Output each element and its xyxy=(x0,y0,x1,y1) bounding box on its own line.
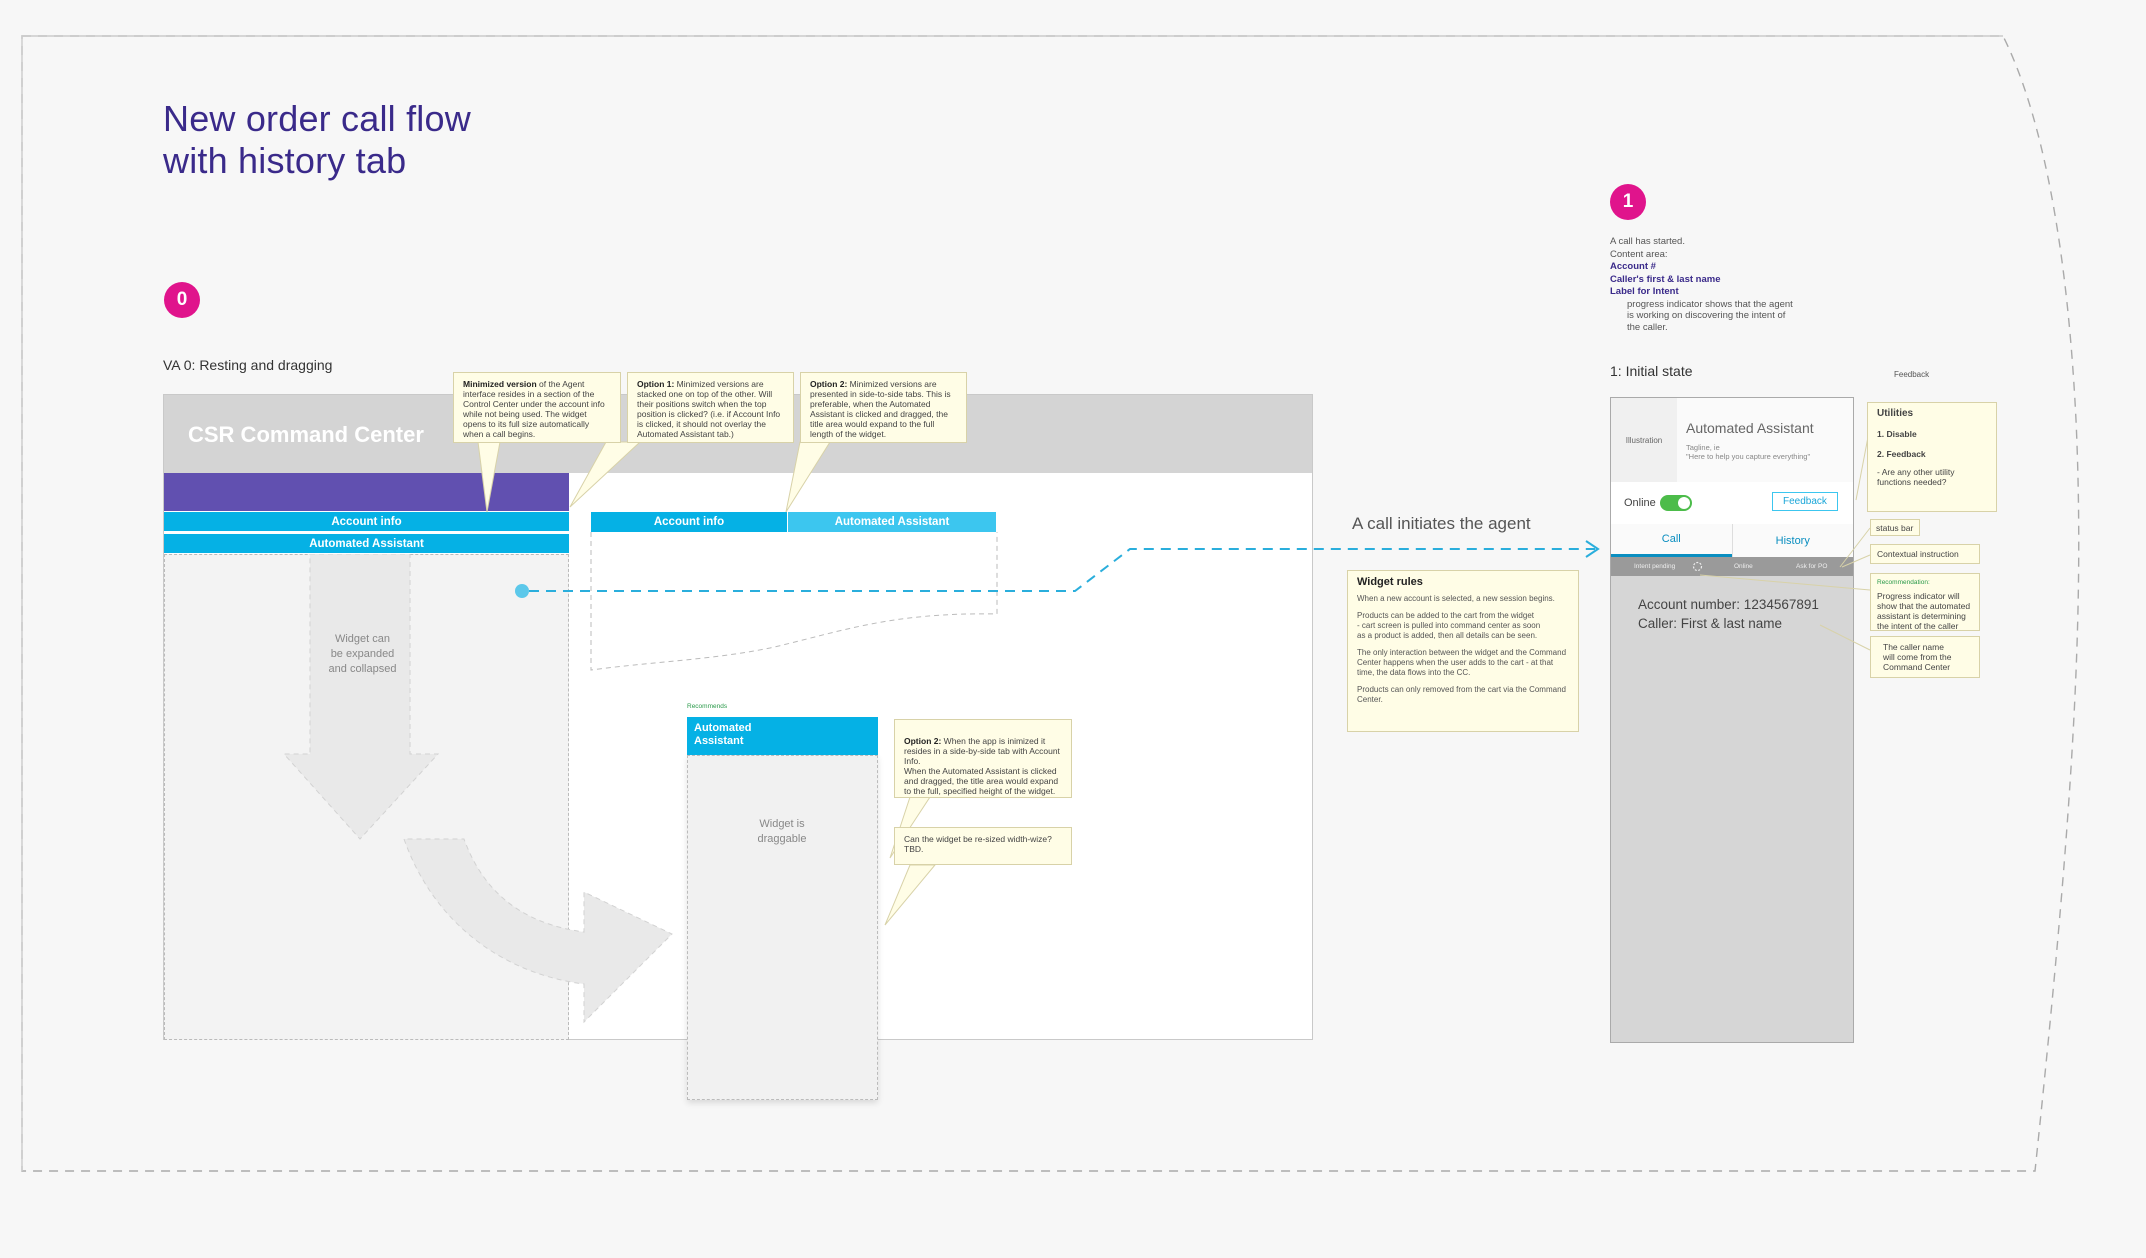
account-info-side-tab[interactable]: Account info xyxy=(591,512,787,532)
step-1-description: A call has started. Content area: Accoun… xyxy=(1610,236,1870,333)
step-1-item-account: Account # xyxy=(1610,261,1656,272)
account-header-bar xyxy=(164,473,569,511)
spinner-icon xyxy=(1692,561,1703,572)
recommendation-label: Recommendation: xyxy=(1877,579,1930,586)
progress-text: Progress indicator will show that the au… xyxy=(1877,591,1971,631)
tab-history[interactable]: History xyxy=(1731,524,1854,557)
status-online: Online xyxy=(1734,563,1753,570)
widget-status-bar xyxy=(1611,557,1853,576)
progress-note: Recommendation: Progress indicator will … xyxy=(1870,573,1980,631)
utilities-title: Utilities xyxy=(1877,408,1914,419)
tab-call[interactable]: Call xyxy=(1611,524,1732,557)
feedback-button[interactable]: Feedback xyxy=(1772,492,1838,511)
utility-question: - Are any other utility functions needed… xyxy=(1877,467,1955,487)
caller-name: Caller: First & last name xyxy=(1638,616,1783,631)
expand-hint: Widget can be expanded and collapsed xyxy=(328,633,397,675)
caller-name-note: The caller name will come from the Comma… xyxy=(1870,636,1980,678)
automated-assistant-tab[interactable]: Automated Assistant xyxy=(164,534,569,553)
automated-assistant-side-tab[interactable]: Automated Assistant xyxy=(788,512,996,532)
rule-4: Products can only removed from the cart … xyxy=(1357,685,1566,704)
widget-rules-title: Widget rules xyxy=(1357,576,1423,588)
utilities-note: Utilities 1. Disable 2. Feedback - Are a… xyxy=(1867,402,1997,512)
draggable-widget-title[interactable]: Automated Assistant xyxy=(687,717,878,755)
flow-connector xyxy=(515,540,1600,598)
utility-disable: 1. Disable xyxy=(1877,429,1917,439)
connector-label: A call initiates the agent xyxy=(1352,514,1531,533)
utility-feedback: 2. Feedback xyxy=(1877,449,1926,459)
side-tab-panel-outline xyxy=(590,532,998,671)
rule-2: Products can be added to the cart from t… xyxy=(1357,611,1541,640)
widget-illustration: Illustration xyxy=(1611,398,1677,482)
rule-3: The only interaction between the widget … xyxy=(1357,648,1567,677)
online-label: Online xyxy=(1624,497,1656,509)
step-1-content-area: Content area: xyxy=(1610,248,1668,260)
rule-1: When a new account is selected, a new se… xyxy=(1357,594,1555,603)
page-title: New order call flow with history tab xyxy=(163,98,471,181)
widget-rules: Widget rules When a new account is selec… xyxy=(1347,570,1579,732)
contextual-note: Contextual instruction xyxy=(1870,544,1980,564)
step-1-item-caller: Caller's first & last name xyxy=(1610,273,1721,285)
callout-option-2: Option 2: Minimized versions are present… xyxy=(800,372,967,443)
step-1-label: 1: Initial state xyxy=(1610,363,1693,379)
step-1-badge: 1 xyxy=(1610,184,1646,220)
widget-tagline: Tagline, ie "Here to help you capture ev… xyxy=(1686,443,1811,461)
status-intent: Intent pending xyxy=(1634,563,1676,570)
widget-title: Automated Assistant xyxy=(1686,420,1814,436)
step-1-intro: A call has started. xyxy=(1610,236,1685,247)
status-bar-note: status bar xyxy=(1870,519,1920,536)
feedback-top-label: Feedback xyxy=(1894,370,1930,379)
drag-hint: Widget is draggable xyxy=(757,818,807,845)
csr-title: CSR Command Center xyxy=(188,422,424,447)
widget-tabs: Call History xyxy=(1611,524,1853,557)
recommends-label: Recommends xyxy=(687,703,728,710)
account-number: Account number: 1234567891 xyxy=(1638,597,1819,612)
step-1-progress-note: progress indicator shows that the agent … xyxy=(1627,298,1793,333)
step-0-label: VA 0: Resting and dragging xyxy=(163,357,333,373)
callout-resize: Can the widget be re-sized width-wize? T… xyxy=(894,827,1072,865)
callout-minimized: Minimized version of the Agent interface… xyxy=(453,372,621,443)
callout-option-1: Option 1: Minimized versions are stacked… xyxy=(627,372,794,443)
expand-arrows xyxy=(282,554,673,1024)
callout-option-2-drag: Option 2: When the app is inimized it re… xyxy=(894,719,1072,798)
status-ask: Ask for PO xyxy=(1796,563,1828,570)
online-toggle[interactable] xyxy=(1660,495,1692,511)
account-info-tab[interactable]: Account info xyxy=(164,512,569,531)
step-0-badge: 0 xyxy=(164,282,200,318)
draggable-widget[interactable] xyxy=(687,755,878,1100)
step-1-item-intent: Label for Intent xyxy=(1610,286,1679,297)
